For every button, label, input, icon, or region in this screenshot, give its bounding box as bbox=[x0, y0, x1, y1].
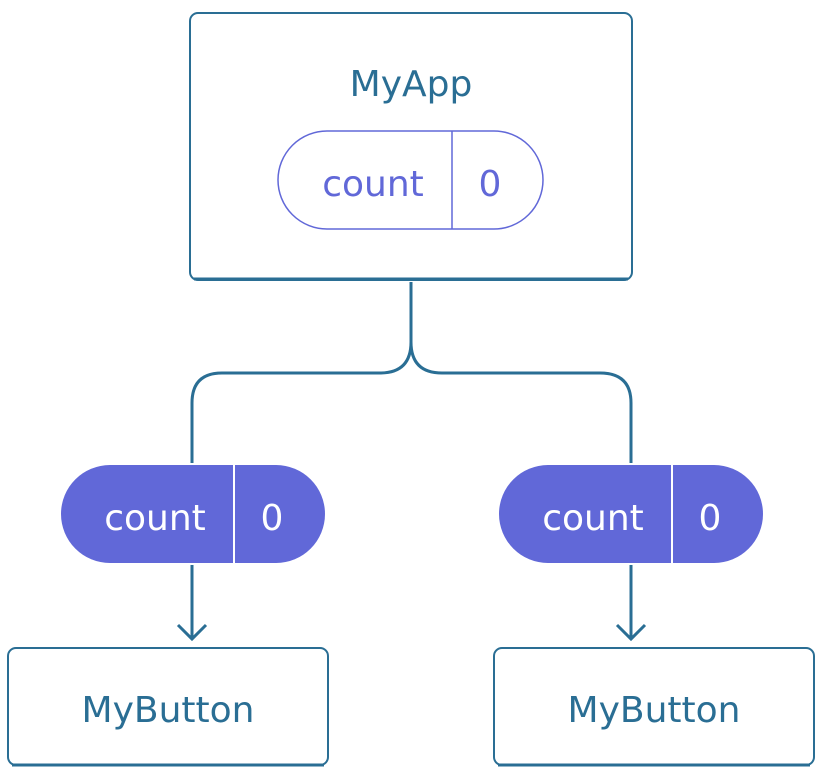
left-mybutton-component: MyButton bbox=[7, 647, 329, 767]
state-count-label: count bbox=[322, 164, 424, 205]
left-prop-pill-bg bbox=[61, 465, 325, 563]
myapp-count-state-pill: count 0 bbox=[277, 130, 544, 230]
myapp-component: MyApp count 0 bbox=[189, 12, 633, 281]
arrow-left bbox=[176, 565, 208, 642]
left-prop-count-value: 0 bbox=[261, 498, 284, 539]
left-prop-count-label: count bbox=[104, 498, 206, 539]
left-count-prop-pill: count 0 bbox=[61, 465, 325, 563]
connector-left bbox=[190, 282, 413, 463]
arrow-down-icon bbox=[615, 623, 647, 642]
left-mybutton-title: MyButton bbox=[82, 690, 255, 731]
myapp-title: MyApp bbox=[350, 64, 473, 105]
right-mybutton-title: MyButton bbox=[568, 690, 741, 731]
state-pill-outline bbox=[277, 130, 544, 230]
connector-right bbox=[409, 282, 633, 463]
right-prop-count-value: 0 bbox=[699, 498, 722, 539]
right-prop-count-label: count bbox=[542, 498, 644, 539]
right-count-prop-pill: count 0 bbox=[499, 465, 763, 563]
arrow-right bbox=[615, 565, 647, 642]
state-count-value: 0 bbox=[479, 164, 502, 205]
arrow-down-icon bbox=[176, 623, 208, 642]
right-mybutton-component: MyButton bbox=[493, 647, 815, 767]
right-prop-pill-bg bbox=[499, 465, 763, 563]
tree-connectors bbox=[190, 282, 633, 463]
